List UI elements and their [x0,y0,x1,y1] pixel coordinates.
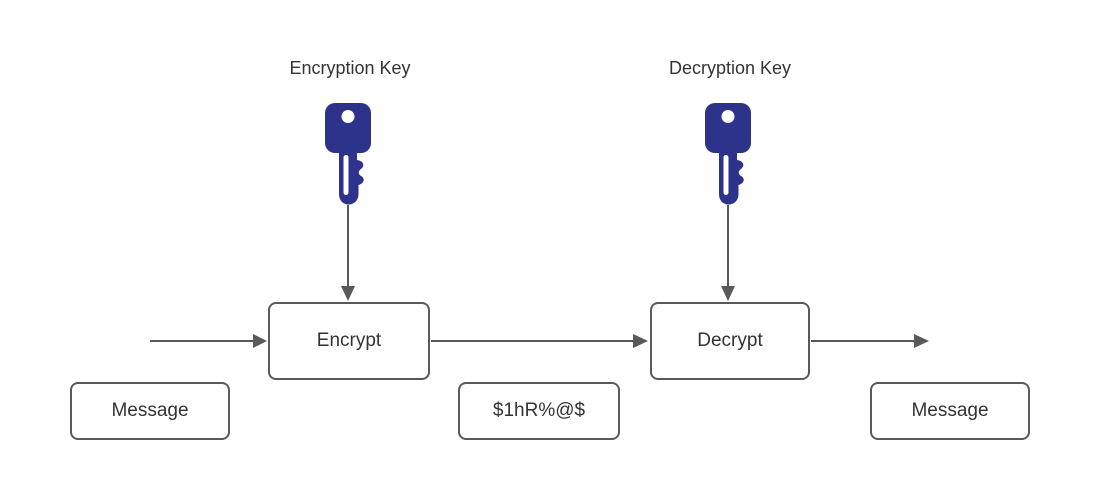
encryption-key-label: Encryption Key [289,58,411,78]
key-icon [325,103,371,205]
ciphertext-label: $1hR%@$ [492,400,586,421]
decryption-key-arrow [721,205,735,301]
output-arrow [811,334,929,348]
message-input-label: Message [111,400,189,421]
decrypt-box-label: Decrypt [697,330,763,351]
message-input-box: Message [70,382,230,440]
message-output-label: Message [911,400,989,421]
input-arrow [150,334,267,348]
key-icon [705,103,751,205]
decryption-key-label: Decryption Key [668,58,792,78]
encrypt-box: Encrypt [268,302,430,380]
ciphertext-arrow [431,334,648,348]
ciphertext-box: $1hR%@$ [458,382,620,440]
encrypt-box-label: Encrypt [316,330,382,351]
decrypt-box: Decrypt [650,302,810,380]
message-output-box: Message [870,382,1030,440]
encryption-key-arrow [341,205,355,301]
